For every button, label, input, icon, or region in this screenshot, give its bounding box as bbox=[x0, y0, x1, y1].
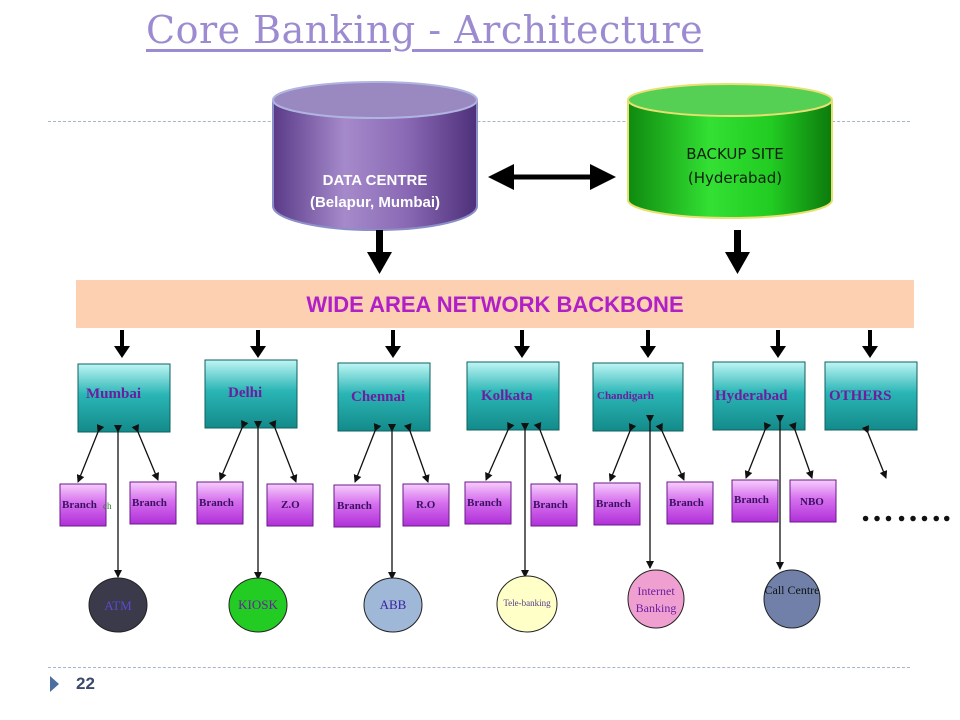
call-centre-ellipse bbox=[763, 569, 821, 629]
wan-backbone-label: WIDE AREA NETWORK BACKBONE bbox=[306, 292, 684, 317]
channel-label-atm: ATM bbox=[104, 598, 132, 613]
top-divider bbox=[48, 121, 910, 122]
wan-to-city-arrows bbox=[114, 330, 878, 358]
node-box-12 bbox=[789, 479, 837, 523]
city-label-mumbai: Mumbai bbox=[86, 386, 142, 402]
city-label-others: OTHERS bbox=[829, 388, 892, 404]
node-label-12: NBO bbox=[800, 496, 824, 508]
node-boxes bbox=[59, 479, 837, 528]
data-centre-cylinder bbox=[272, 81, 478, 231]
node-box-8 bbox=[530, 483, 578, 527]
node-label-11: Branch bbox=[734, 494, 769, 506]
node-box-1 bbox=[59, 483, 107, 527]
city-boxes bbox=[77, 359, 918, 433]
channel-label-internet-banking: Internet Banking bbox=[635, 584, 677, 615]
node-label-5: Branch bbox=[337, 500, 372, 512]
backup-site-cylinder bbox=[627, 83, 833, 219]
data-centre-location: (Belapur, Mumbai) bbox=[309, 194, 440, 211]
city-label-delhi: Delhi bbox=[228, 385, 263, 401]
city-box-chennai bbox=[337, 362, 431, 432]
more-ellipsis: …….. bbox=[860, 492, 953, 529]
wan-backbone-bar: WIDE AREA NETWORK BACKBONE bbox=[76, 280, 914, 328]
city-label-kolkata: Kolkata bbox=[481, 388, 533, 404]
node-label-10: Branch bbox=[669, 497, 704, 509]
bottom-divider bbox=[48, 667, 910, 668]
node-box-10 bbox=[666, 481, 714, 525]
node-label-1: Branch bbox=[62, 499, 97, 511]
internet-banking-ellipse bbox=[627, 569, 685, 629]
node-box-6 bbox=[402, 483, 450, 527]
node-label-7: Branch bbox=[467, 497, 502, 509]
node-label-2: Branch bbox=[132, 497, 167, 509]
channel-label-kiosk: KIOSK bbox=[238, 597, 278, 612]
abb-ellipse bbox=[363, 577, 423, 633]
node-box-11 bbox=[731, 479, 779, 523]
kiosk-ellipse bbox=[228, 577, 288, 633]
channel-label-tele-banking: Tele-banking bbox=[503, 598, 551, 608]
node-label-8: Branch bbox=[533, 499, 568, 511]
node-label-3: Branch bbox=[199, 497, 234, 509]
datacentre-down-arrow bbox=[367, 230, 392, 274]
atm-ellipse bbox=[88, 577, 148, 633]
channel-label-abb: ABB bbox=[379, 597, 407, 612]
city-label-chandigarh: Chandigarh bbox=[597, 390, 654, 402]
node-box-2 bbox=[129, 481, 177, 525]
city-box-delhi bbox=[204, 359, 298, 429]
partial-label: ch bbox=[103, 501, 112, 511]
connector-lines bbox=[76, 415, 888, 580]
backup-site-name: BACKUP SITE bbox=[686, 145, 784, 163]
node-label-9: Branch bbox=[596, 498, 631, 510]
backup-site-location: (Hyderabad) bbox=[687, 169, 783, 187]
channel-label-call-centre: Call Centre bbox=[764, 583, 820, 597]
city-box-hyderabad bbox=[712, 361, 806, 431]
city-box-kolkata bbox=[466, 361, 560, 431]
page-number: 22 bbox=[76, 674, 95, 693]
city-box-mumbai bbox=[77, 363, 171, 433]
city-label-chennai: Chennai bbox=[351, 389, 406, 405]
data-centre-label: DATA CENTRE (Belapur, Mumbai) bbox=[290, 170, 460, 214]
replication-double-arrow bbox=[488, 164, 616, 190]
node-box-5 bbox=[333, 484, 381, 528]
tele-banking-ellipse bbox=[496, 575, 558, 633]
data-centre-name: DATA CENTRE bbox=[322, 172, 428, 189]
slide-title: Core Banking - Architecture bbox=[146, 8, 704, 52]
node-box-7 bbox=[464, 481, 512, 525]
node-label-4: Z.O bbox=[281, 499, 300, 511]
node-box-4 bbox=[266, 483, 314, 527]
city-box-others bbox=[824, 361, 918, 431]
bullet-marker-icon bbox=[50, 676, 59, 692]
backup-site-label: BACKUP SITE (Hyderabad) bbox=[660, 142, 810, 190]
channel-ellipses bbox=[88, 569, 821, 633]
node-box-9 bbox=[593, 482, 641, 526]
city-box-chandigarh bbox=[592, 362, 684, 432]
node-box-3 bbox=[196, 481, 244, 525]
backup-down-arrow bbox=[725, 230, 750, 274]
city-label-hyderabad: Hyderabad bbox=[715, 388, 788, 404]
node-label-6: R.O bbox=[416, 499, 436, 511]
